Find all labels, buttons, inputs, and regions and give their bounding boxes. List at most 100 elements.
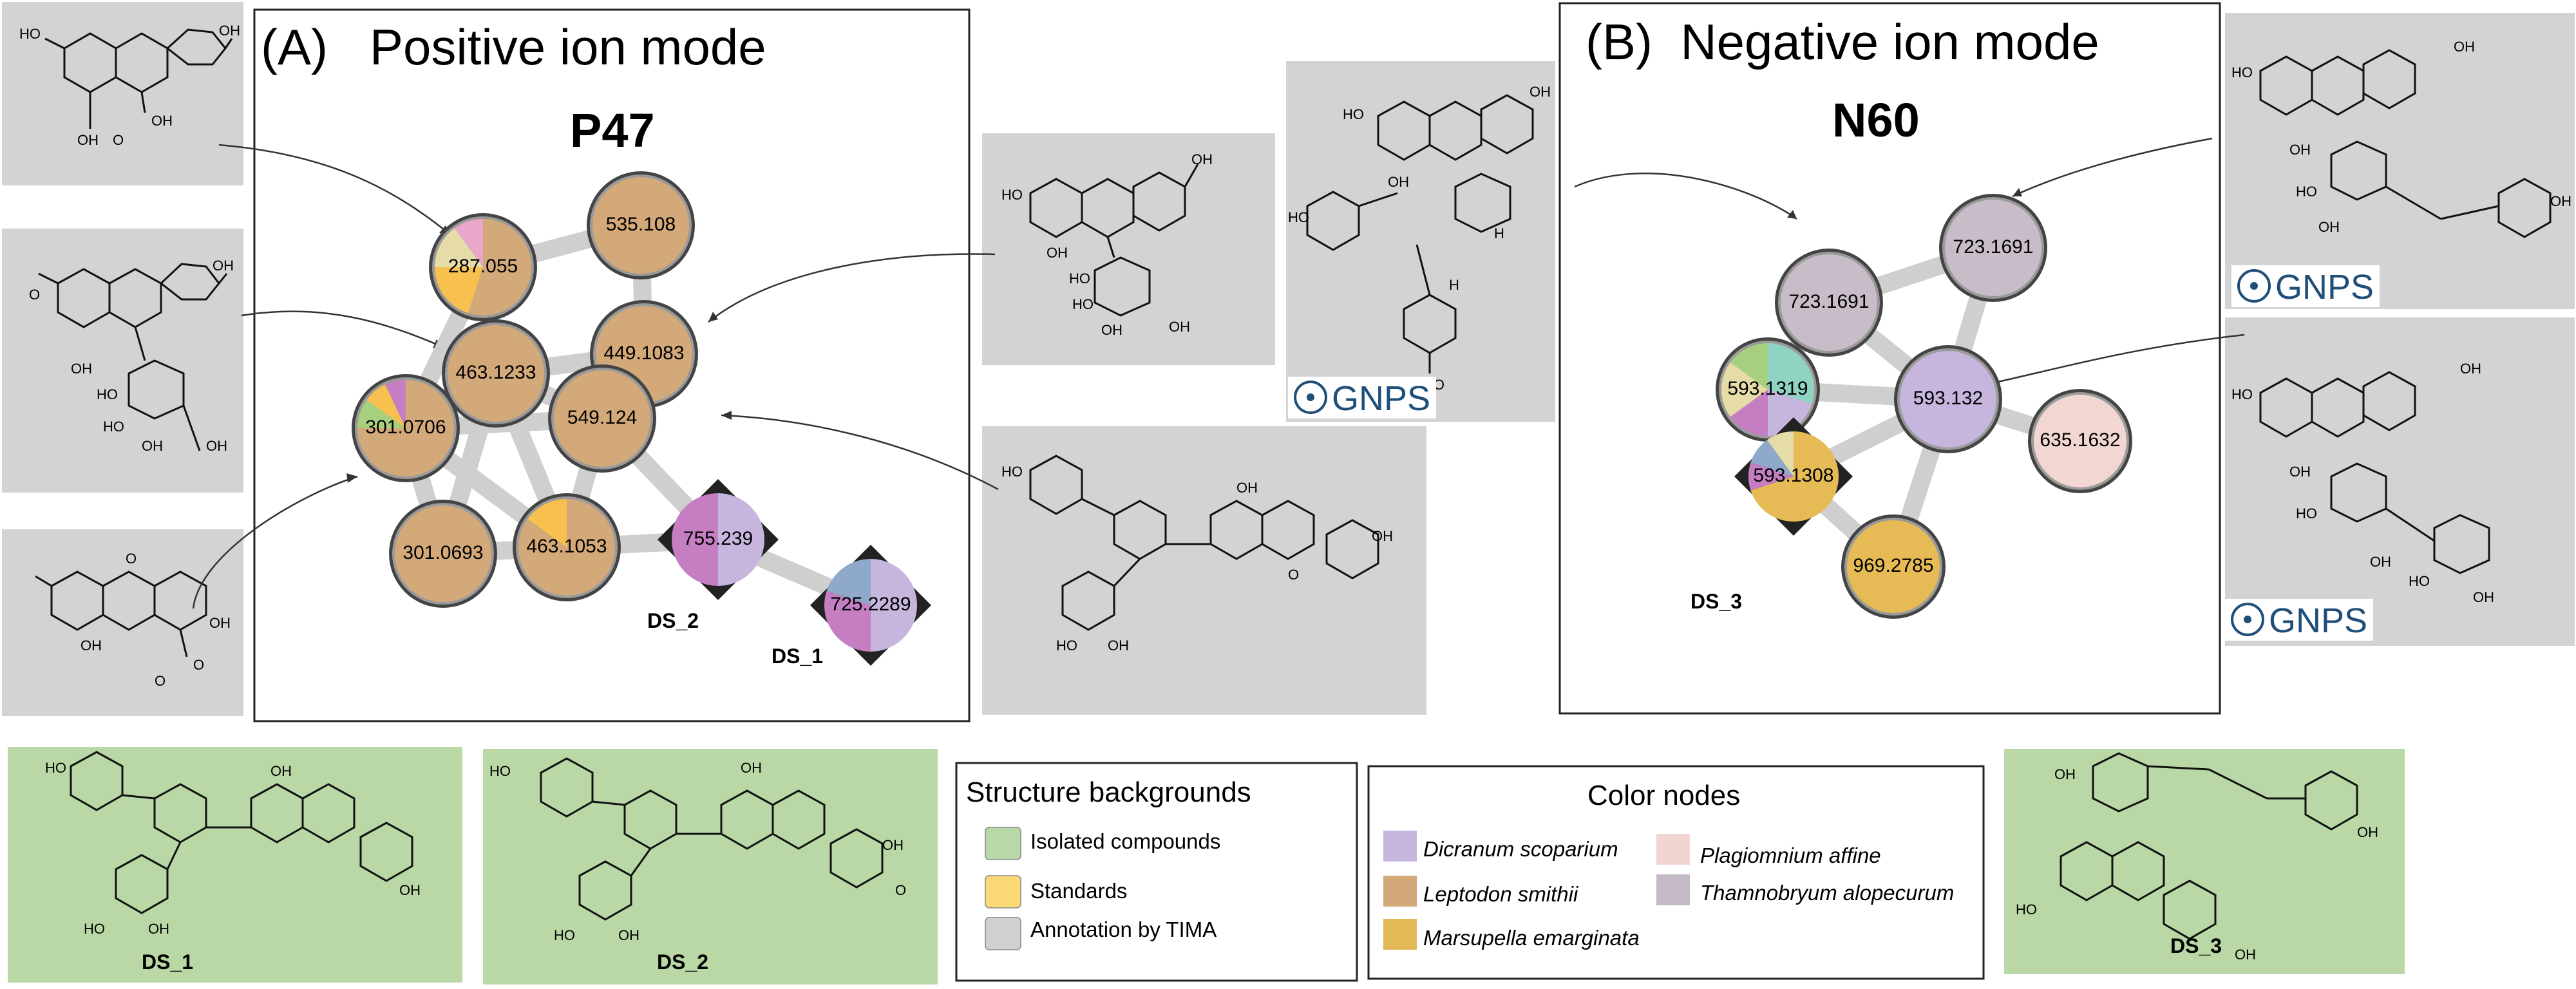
network-node[interactable]: 635.1632 [2028, 389, 2132, 493]
network-node[interactable]: 301.0706 [352, 374, 460, 482]
atom-o: O [1288, 567, 1299, 583]
panel-b-network-id: N60 [1832, 93, 1920, 147]
flavonol-glycoside-structure [38, 263, 228, 451]
network-node[interactable]: 593.132 [1894, 345, 2002, 453]
atom-oh: OH [2473, 589, 2494, 605]
atom-oh: OH [1191, 151, 1213, 167]
flavonol-glucoside-structure [1029, 164, 1199, 317]
node-pie-slice [718, 493, 764, 586]
legend-item-dicranum: Dicranum scoparium [1423, 837, 1618, 861]
atom-oh: OH [2318, 219, 2340, 235]
atom-ho: HO [103, 419, 124, 435]
network-node[interactable]: 463.1233 [442, 319, 550, 428]
atom-oh: OH [1169, 319, 1190, 335]
network-node[interactable]: 549.124 [548, 364, 656, 473]
legend-item-marsupella: Marsupella emarginata [1423, 926, 1640, 950]
structure-label-ds2: DS_2 [657, 950, 708, 974]
atom-ho: HO [45, 760, 66, 776]
node-mz-label: 449.1083 [603, 343, 684, 364]
ds1-structure [70, 751, 413, 914]
legend-swatch-leptodon [1383, 876, 1417, 907]
node-pie-slice [1748, 462, 1794, 491]
atom-oh: OH [741, 760, 762, 776]
structure-box-mid-1: HO OH OH HO HO OH OH [982, 133, 1275, 365]
arrowhead [721, 411, 732, 420]
node-pie-slice [435, 228, 483, 267]
arrow [2012, 137, 2213, 198]
coumaroyl-glucoside-structure [2259, 49, 2552, 238]
network-node[interactable]: 535.108 [587, 171, 695, 279]
network-node[interactable]: 593.1308 [1734, 417, 1853, 536]
node-pie-slice [448, 325, 544, 422]
node-mz-label: 287.055 [448, 256, 518, 277]
network-node[interactable]: 463.1053 [513, 493, 621, 601]
isolated-structure-ds2: HO OH OH O HO OH DS_2 [483, 749, 938, 984]
network-node[interactable]: 593.1319 [1716, 337, 1820, 442]
structure-box-a-left-3: OH O OH O O [2, 529, 243, 716]
legend-item-leptodon: Leptodon smithii [1423, 882, 1579, 906]
node-pie-slice [1847, 520, 1940, 613]
node-mz-label: 593.132 [1913, 388, 1983, 409]
flavonol-structure [44, 28, 233, 129]
node-mz-label: 755.239 [683, 528, 753, 549]
gnps-logo-icon [2237, 269, 2271, 303]
node-pie-slice [2034, 395, 2126, 487]
atom-ho: HO [2409, 573, 2430, 589]
legend-item-tima: Annotation by TIMA [1030, 918, 1217, 941]
atom-oh: OH [219, 23, 240, 39]
arrow [241, 310, 445, 349]
network-node[interactable]: 969.2785 [1841, 514, 1946, 619]
atom-oh: OH [71, 361, 92, 377]
atom-ho: HO [19, 26, 41, 42]
atom-ho: HO [84, 921, 105, 937]
legend-swatch-tima [985, 917, 1021, 950]
flavonol-rutinoside-structure [2259, 371, 2490, 574]
network-node[interactable]: 287.055 [429, 213, 537, 321]
atom-ho: HO [554, 927, 575, 943]
node-pie-slice [527, 499, 567, 547]
network-node[interactable]: 755.239 [658, 479, 779, 600]
node-pie-slice [1768, 343, 1814, 404]
network-node[interactable]: 723.1691 [1775, 249, 1883, 357]
flavone-diglycoside-structure [1029, 455, 1379, 631]
ds-label-ds1: DS_1 [772, 645, 823, 668]
atom-oh: OH [213, 258, 234, 274]
atom-ho: HO [2231, 64, 2253, 80]
structure-label-ds1: DS_1 [142, 950, 193, 974]
gnps-logo-icon [2231, 603, 2264, 636]
atom-oh: OH [882, 837, 904, 853]
atom-oh: OH [2550, 193, 2571, 209]
arrowhead [2012, 188, 2022, 196]
ds-label-ds3: DS_3 [1690, 590, 1742, 613]
node-pie-slice [1730, 390, 1768, 436]
atom-oh: OH [1530, 84, 1551, 100]
gnps-logo-icon [1294, 381, 1327, 414]
legend-swatch-dicranum [1383, 831, 1417, 862]
arrow [721, 414, 999, 491]
node-mz-label: 463.1053 [526, 536, 607, 557]
node-pie-slice [366, 384, 406, 428]
legend-swatch-plagiomnium [1656, 834, 1690, 865]
node-pie-slice [1721, 362, 1768, 417]
legend-title: Color nodes [1587, 780, 1740, 811]
atom-ho: HO [2296, 505, 2317, 522]
gnps-badge-label: GNPS [1332, 379, 1430, 418]
atom-ho: HO [1001, 464, 1023, 480]
network-node[interactable]: 725.2289 [810, 545, 931, 666]
atom-h: H [1449, 277, 1459, 293]
atom-oh: OH [2460, 361, 2481, 377]
network-node[interactable]: 723.1691 [1939, 194, 2047, 302]
network-node[interactable]: 301.0693 [389, 500, 497, 608]
node-mz-label: 463.1233 [455, 362, 536, 383]
atom-oh: OH [2235, 947, 2256, 963]
node-pie-slice [1768, 390, 1812, 436]
legend-swatch-thamnobryum [1656, 874, 1690, 905]
atom-ho: HO [1056, 637, 1077, 654]
node-pie-slice [672, 493, 718, 586]
arrow [1574, 173, 1797, 220]
node-mz-label: 723.1691 [1953, 236, 2033, 258]
node-pie-slice [1730, 343, 1768, 390]
structure-label-ds3: DS_3 [2170, 934, 2222, 957]
atom-ho: HO [1072, 296, 1094, 312]
